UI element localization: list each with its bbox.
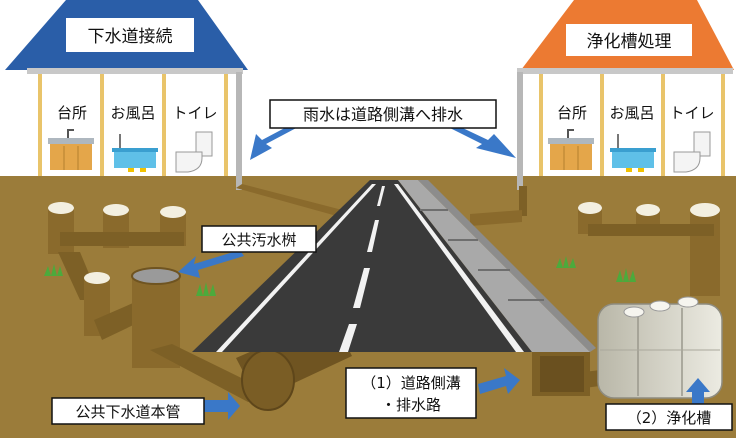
room-label-toilet: トイレ [172, 104, 217, 122]
rainwater-label-box [269, 99, 497, 129]
road-side-ditch [398, 180, 596, 396]
pipe-cap [578, 202, 602, 214]
sewer-main-label-box [51, 397, 205, 425]
rain-arrow-right [446, 122, 516, 158]
house-septic: 浄化槽処理 台所 お風呂 トイレ [517, 0, 734, 190]
sewer-main-label: 公共下水道本管 [75, 403, 180, 421]
public-basin-label: 公共汚水桝 [221, 231, 296, 249]
septic-tank [597, 296, 723, 399]
rain-arrow-left [250, 122, 300, 160]
road-ditch-label-line1: （1）道路側溝 [361, 374, 461, 392]
pipe-cap [160, 206, 186, 218]
pipe-cap [636, 204, 660, 216]
kitchen-sink-icon [48, 129, 94, 170]
toilet-icon [175, 131, 213, 173]
room-label-bath: お風呂 [110, 104, 155, 122]
room-label-bath: お風呂 [609, 104, 654, 122]
downspout [236, 72, 242, 190]
house-title: 浄化槽処理 [587, 32, 672, 52]
house-title-box [566, 24, 692, 56]
bathtub-icon [112, 134, 158, 172]
grass-tuft [44, 256, 636, 296]
pipe-cap [48, 202, 74, 214]
room-label-kitchen: 台所 [557, 104, 587, 122]
septic-label: （2）浄化槽 [627, 409, 712, 427]
house-sewer: 下水道接続 台所 お風呂 トイレ [5, 0, 248, 190]
road [192, 180, 532, 352]
pipe-cap [690, 203, 720, 217]
septic-label-box [605, 403, 733, 431]
road-ditch-label-line2: ・排水路 [381, 396, 441, 414]
room-label-kitchen: 台所 [57, 104, 87, 122]
pipe-cap [84, 272, 110, 284]
road-ditch-label-box [345, 367, 477, 419]
house-title-box [66, 18, 194, 52]
kitchen-sink-icon [548, 129, 594, 170]
bathtub-icon [610, 134, 656, 172]
flow-arrows [178, 122, 710, 420]
room-label-toilet: トイレ [669, 104, 714, 122]
basin-arrow [178, 250, 244, 278]
public-basin-lid [131, 267, 181, 285]
house-title: 下水道接続 [88, 27, 173, 47]
ditch-arrow [478, 368, 520, 394]
downspout [517, 72, 523, 190]
rainwater-label: 雨水は道路側溝へ排水 [303, 105, 463, 124]
main-arrow [204, 392, 240, 420]
toilet-icon [673, 131, 711, 173]
sewer-main-pipe-end [241, 349, 295, 411]
septic-pipes [470, 186, 720, 390]
pipe-cap [103, 204, 129, 216]
public-basin-label-box [201, 225, 317, 253]
septic-arrow [686, 378, 710, 406]
